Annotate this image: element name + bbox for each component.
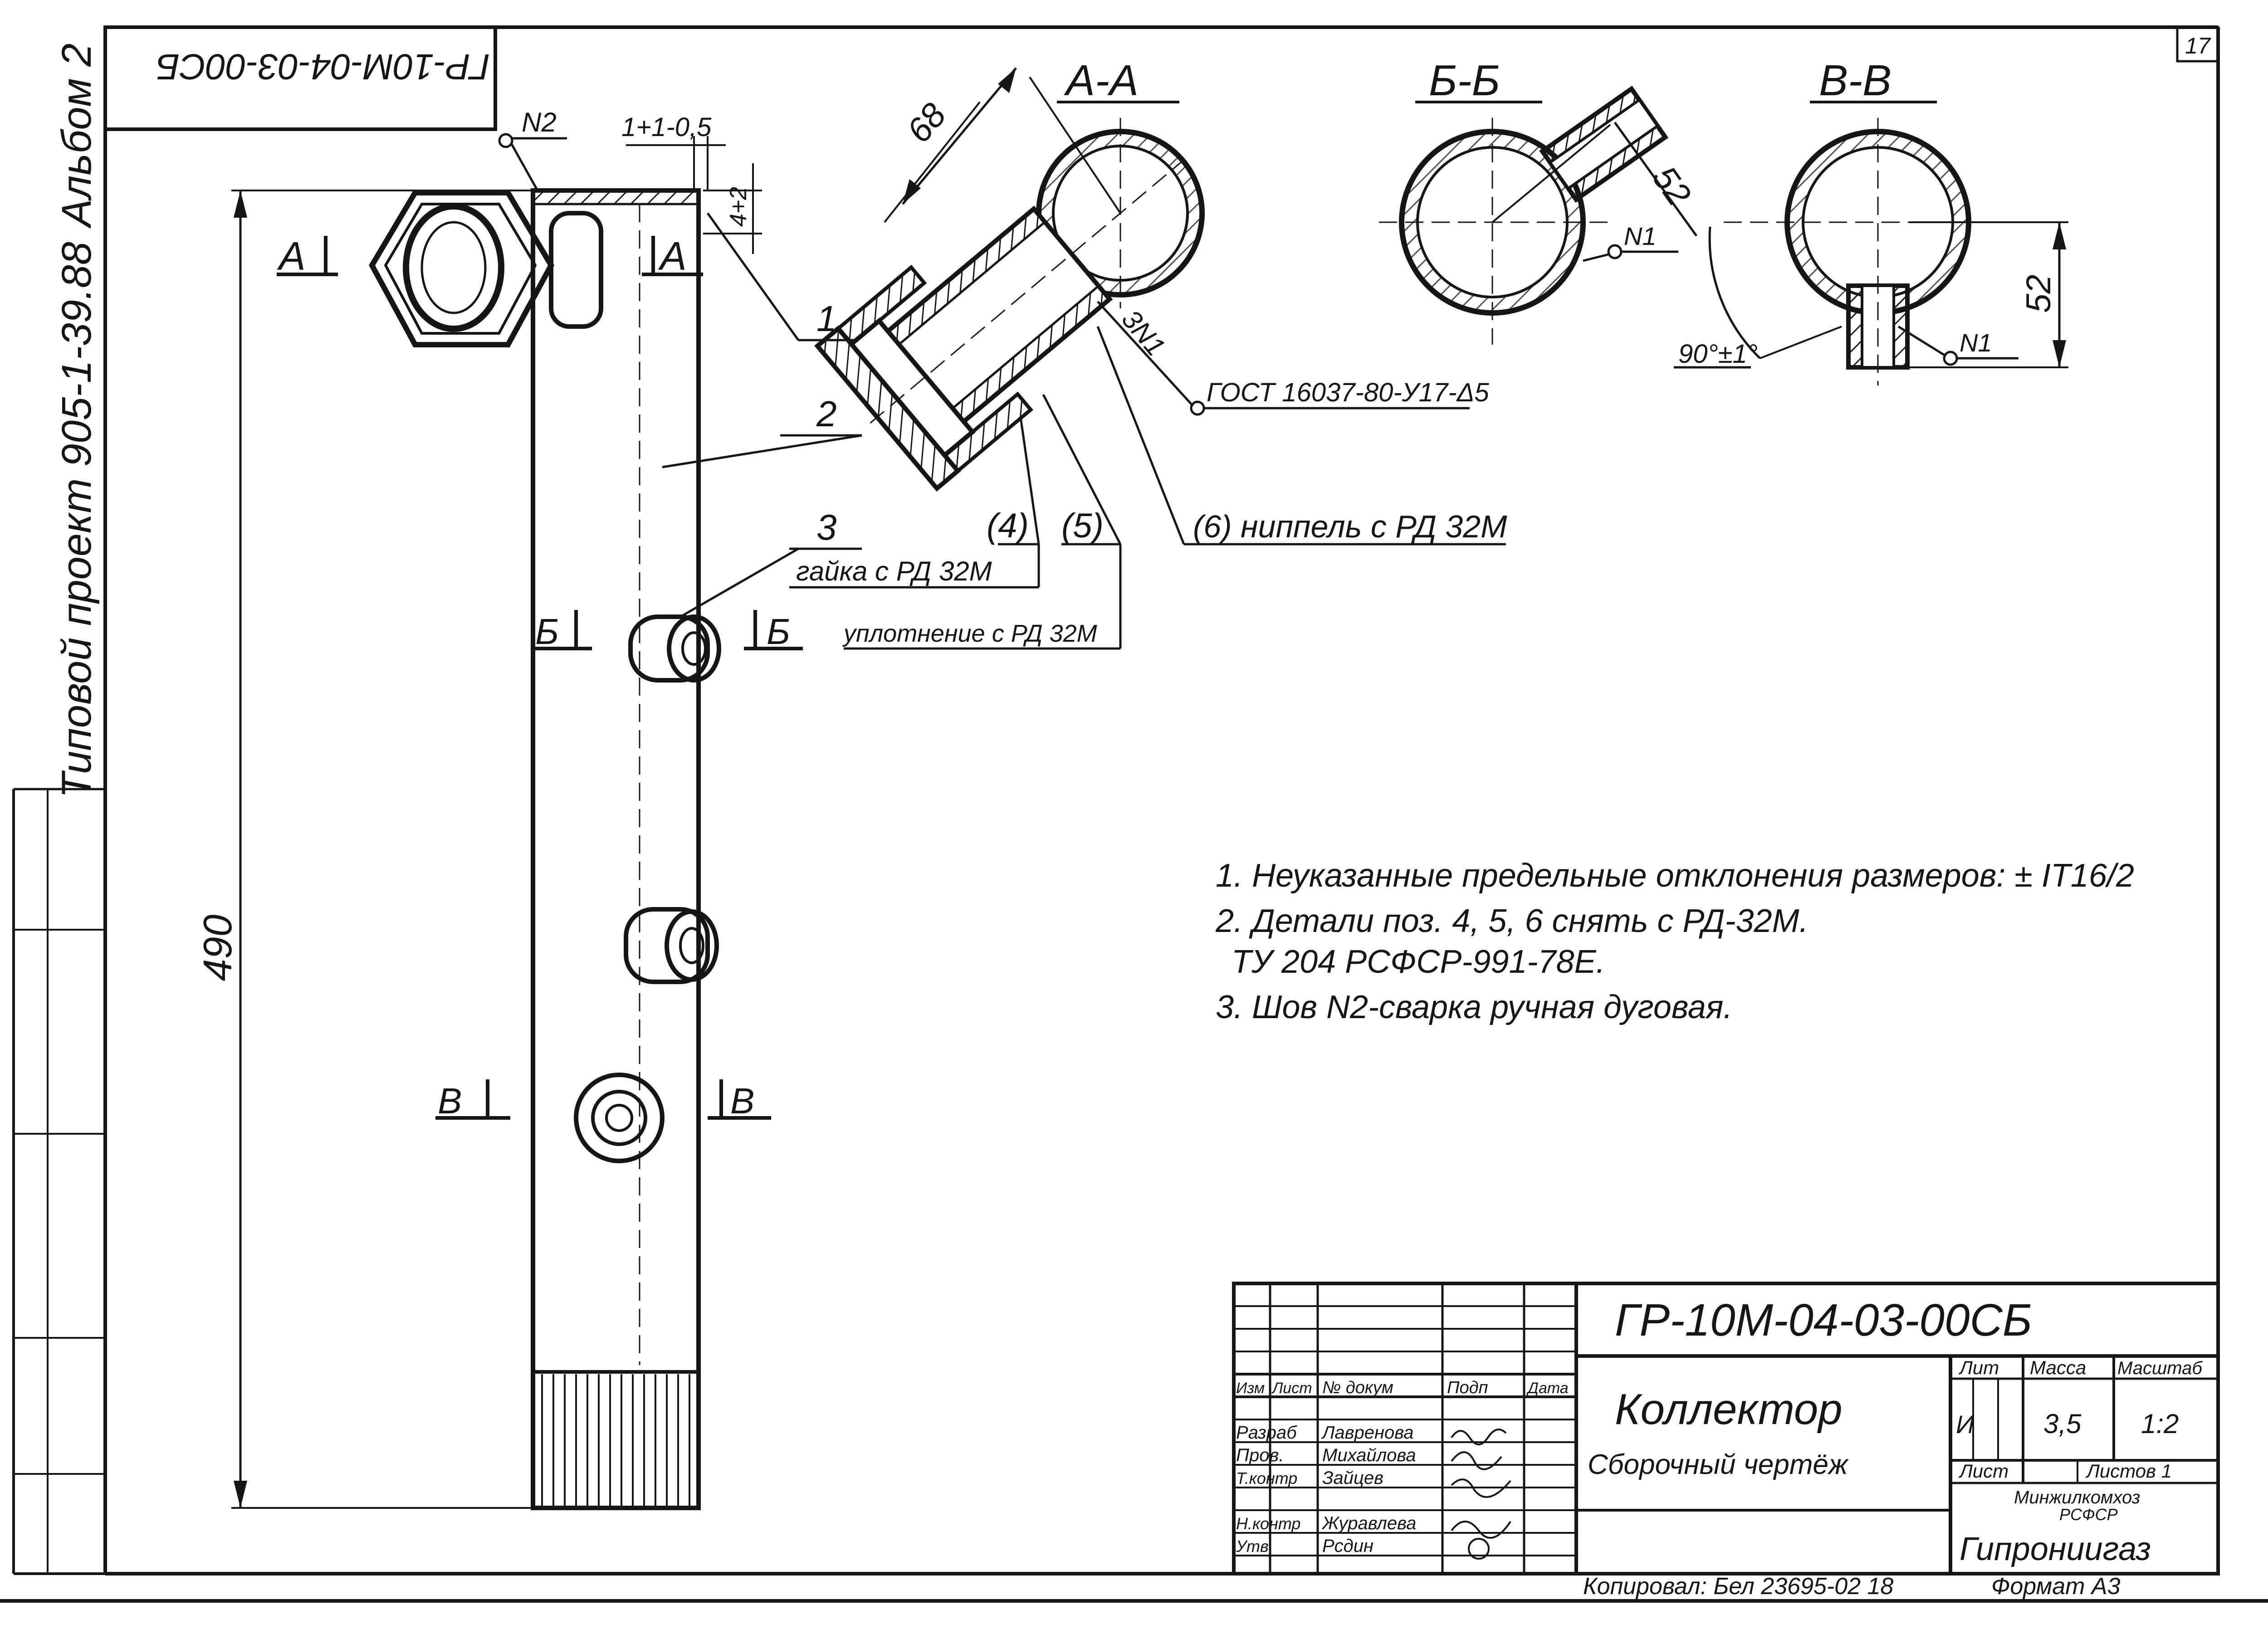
fitting-mid [624, 907, 719, 984]
section-marks: А А Б Б В В [277, 234, 803, 1121]
aa-position-leaders: (4) гайка с РД 32М (5) уплотнение с РД 3… [789, 326, 1507, 650]
tb-h-doc: № докум [1322, 1378, 1393, 1397]
notes: 1. Неуказанные предельные отклонения раз… [1215, 858, 2134, 1025]
section-mark-b-left: Б [535, 611, 559, 652]
tb-scale-value: 1:2 [2141, 1409, 2179, 1439]
position-6: (6) ниппель с РД 32М [1193, 509, 1507, 544]
tb-sheets-label: Листов 1 [2085, 1460, 2172, 1482]
rotated-drawing-code: ГР-10М-04-03-00СБ [156, 47, 490, 87]
tb-code: ГР-10М-04-03-00СБ [1615, 1295, 2032, 1346]
frame [0, 25, 2268, 1603]
note-2-cont: ТУ 204 РСФСР-991-78Е. [1232, 944, 1605, 980]
tb-h-izm: Изм [1236, 1380, 1265, 1397]
nut-label: гайка с РД 32М [796, 556, 992, 586]
tb-org-line1: Минжилкомхоз [2014, 1488, 2140, 1507]
section-mark-b-right: Б [767, 611, 790, 652]
tb-name-3: Журавлева [1321, 1513, 1416, 1533]
margin-project: Типовой проект 905-1-39.88 [54, 242, 100, 798]
tb-doc-type: Сборочный чертёж [1588, 1449, 1849, 1480]
tb-lit-label: Лит [1958, 1357, 1999, 1378]
section-aa: А-А 68 3N1 ГОСТ 16037-80-У17-Δ5 [814, 56, 1489, 492]
section-bb: Б-Б 52 N1 [1379, 56, 1698, 345]
weld-n2: N2 [498, 107, 567, 191]
tb-role-0: Разраб [1236, 1423, 1297, 1443]
title-block [1232, 1282, 2220, 1575]
margin-project-group: Типовой проект 905-1-39.88 Альбом 2 [54, 44, 100, 798]
position-3: 3 [816, 507, 837, 547]
tb-role-4: Утв [1236, 1537, 1269, 1556]
margin-album: Альбом 2 [54, 44, 100, 229]
tb-org-line2: РСФСР [2059, 1505, 2118, 1524]
fitting-v [574, 1073, 665, 1163]
gost-label: ГОСТ 16037-80-У17-Δ5 [1207, 378, 1489, 407]
tb-h-list: Лист [1271, 1380, 1312, 1397]
footer-format: Формат А3 [1991, 1573, 2121, 1600]
weld-n2-label: N2 [522, 107, 557, 137]
dim-gap: 1+1-0,5 [621, 112, 712, 142]
fitting-b [628, 615, 721, 683]
weld-n1-bb-label: N1 [1624, 222, 1657, 250]
tb-h-sign: Подп [1447, 1378, 1488, 1397]
tb-name-0: Лавренова [1321, 1423, 1414, 1443]
note-1: 1. Неуказанные предельные отклонения раз… [1216, 858, 2134, 894]
dim-aa-length: 68 [899, 96, 953, 150]
tb-name-1: Михайлова [1322, 1445, 1416, 1465]
section-mark-a-left: А [277, 234, 306, 278]
tb-role-1: Пров. [1236, 1445, 1284, 1465]
tb-org-name: Гипрониигаз [1960, 1531, 2151, 1567]
tb-mass-value: 3,5 [2043, 1409, 2082, 1439]
section-mark-v-right: В [730, 1081, 754, 1121]
seal-label: уплотнение с РД 32М [842, 620, 1097, 647]
title-block-texts: ГР-10М-04-03-00СБ Коллектор Сборочный че… [1236, 1295, 2203, 1567]
tb-h-date: Дата [1526, 1380, 1569, 1397]
gap-dims: 1+1-0,5 4+2 [621, 112, 762, 254]
tb-role-3: Н.контр [1236, 1514, 1300, 1533]
sheet-number: 17 [2185, 33, 2211, 59]
section-bb-title: Б-Б [1429, 56, 1500, 105]
section-aa-title: А-А [1064, 56, 1139, 105]
dim-bb-length: 52 [1645, 159, 1698, 213]
dim-length: 490 [195, 915, 240, 981]
dim-vv-angle: 90°±1° [1678, 339, 1758, 369]
section-vv-title: В-В [1819, 56, 1892, 105]
tb-sheet-label: Лист [1958, 1460, 2009, 1482]
tb-name-4: Рсдин [1322, 1536, 1374, 1556]
note-3: 3. Шов N2-сварка ручная дуговая. [1216, 989, 1732, 1025]
signatures [1451, 1429, 1511, 1560]
section-vv: В-В 52 90°±1° N1 [1674, 56, 2068, 385]
position-5: (5) [1061, 507, 1104, 545]
tb-role-2: Т.контр [1236, 1469, 1297, 1488]
dim-vv-length: 52 [2019, 274, 2058, 313]
footer-copied: Копировал: Бел 23695-02 18 [1583, 1573, 1893, 1600]
position-2: 2 [816, 394, 837, 434]
collector-main-view [369, 188, 721, 1510]
tb-scale-label: Масштаб [2117, 1358, 2203, 1378]
dim-thread: 4+2 [725, 187, 752, 227]
position-leaders: 1 2 3 [662, 212, 862, 618]
tb-name-2: Зайцев [1322, 1468, 1383, 1488]
section-mark-v-left: В [438, 1081, 462, 1121]
weld-n1-vv-label: N1 [1960, 328, 1992, 357]
note-2: 2. Детали поз. 4, 5, 6 снять с РД-32М. [1215, 903, 1809, 939]
section-mark-a-right: А [658, 234, 687, 278]
tb-mass-label: Масса [2030, 1357, 2086, 1378]
rotated-code-box: ГР-10М-04-03-00СБ [103, 25, 497, 131]
dimension-490: 490 [195, 190, 533, 1509]
tb-name: Коллектор [1615, 1385, 1843, 1434]
position-4: (4) [987, 507, 1029, 545]
tb-lit-value: И [1956, 1410, 1975, 1439]
